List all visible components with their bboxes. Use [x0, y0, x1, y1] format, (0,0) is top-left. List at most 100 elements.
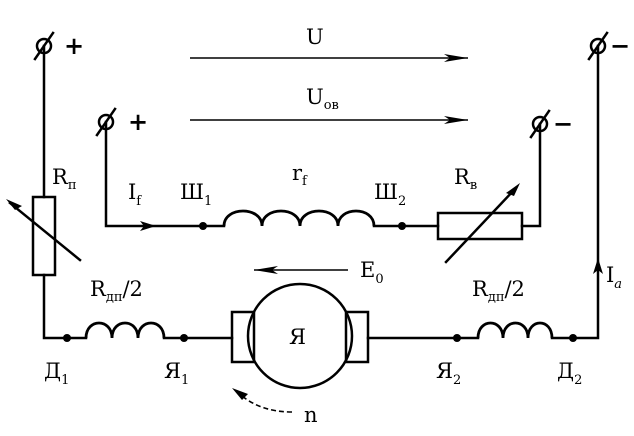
terminal-circle — [589, 37, 607, 55]
arrow-head — [444, 54, 468, 62]
arrow-head — [254, 266, 278, 274]
starting-rheostat: Rп — [6, 165, 82, 277]
field-regulator-arrowhead — [506, 183, 520, 196]
node-sh2-dot — [398, 222, 406, 230]
field-current-sub: f — [136, 194, 142, 209]
wire-left-bottom — [42, 273, 88, 340]
field-regulator-body — [436, 211, 524, 241]
rotation-label: n — [304, 403, 318, 427]
brush-right — [344, 310, 370, 364]
field-regulator-base: R — [454, 165, 471, 189]
armature-label: Я — [289, 325, 306, 349]
terminal-circle — [97, 113, 115, 131]
commutating-winding-right: Rдп/2 — [472, 277, 554, 339]
junction-dots — [63, 222, 577, 342]
commutating-winding-left: Rдп/2 — [84, 277, 166, 339]
supply-voltage-label: U — [306, 25, 324, 49]
starting-rheostat-base: R — [52, 165, 69, 189]
circuit-wires — [42, 44, 600, 340]
terminal-circle — [531, 115, 549, 133]
node-ya2-base: Я — [436, 359, 453, 383]
field-regulator-sub: в — [470, 178, 477, 193]
brush-left — [230, 310, 256, 364]
field-winding-base: r — [292, 161, 303, 185]
emf-arrow: E0 — [254, 258, 384, 287]
node-ya2-label: Я2 — [436, 359, 461, 388]
commutating-left-tail: /2 — [122, 277, 142, 301]
emf-base: E — [360, 258, 375, 282]
terminal-slash — [33, 31, 55, 61]
armature: Я — [230, 282, 370, 390]
rotation-arc — [241, 395, 293, 413]
field-plus-sign: + — [128, 107, 148, 136]
field-regulator-label: Rв — [454, 165, 477, 193]
armature-current-base: I — [606, 263, 614, 287]
node-sh1-sub: 1 — [204, 194, 212, 209]
node-ya1-dot — [180, 334, 188, 342]
terminal-line-plus: + — [33, 31, 84, 61]
emf-label: E0 — [360, 258, 384, 287]
node-d1-base: Д — [44, 359, 61, 383]
commutating-left-sub: дп — [106, 290, 123, 305]
node-d1-label: Д1 — [44, 359, 69, 388]
wire-field-right — [520, 122, 542, 228]
armature-current-label: Ia — [606, 263, 622, 292]
field-current-label: If — [128, 180, 142, 209]
rheostat-slider — [8, 201, 82, 262]
armature-circle — [246, 282, 354, 390]
commutating-left-label: Rдп/2 — [90, 277, 143, 305]
field-voltage-sub: ов — [324, 98, 339, 113]
arrow-head — [444, 116, 468, 124]
starting-rheostat-label: Rп — [52, 165, 76, 193]
field-current-arrow: If — [128, 180, 156, 231]
field-voltage-label: Uов — [306, 85, 339, 113]
terminal-slash — [95, 107, 117, 137]
field-regulator-slider — [444, 188, 516, 264]
node-d1-dot — [63, 334, 71, 342]
wire-right-return — [550, 44, 600, 340]
node-ya1-sub: 1 — [181, 373, 189, 388]
terminal-line-minus: − — [587, 31, 630, 61]
field-coil — [222, 209, 376, 227]
field-winding-sub: f — [302, 174, 308, 189]
field-current-base: I — [128, 180, 136, 204]
node-d2-dot — [569, 334, 577, 342]
commutating-right-label: Rдп/2 — [472, 277, 525, 305]
rheostat-arrowhead — [6, 199, 22, 210]
field-minus-sign: − — [553, 109, 573, 138]
node-d1-sub: 1 — [61, 373, 69, 388]
node-d2-base: Д — [557, 359, 574, 383]
rheostat-body — [31, 195, 57, 277]
rotation-arrowhead — [232, 388, 248, 400]
terminal-slash — [587, 31, 609, 61]
armature-current-sub: a — [614, 277, 622, 292]
node-ya2-dot — [453, 334, 461, 342]
node-ya1-base: Я — [164, 359, 181, 383]
terminal-circle — [35, 37, 53, 55]
node-sh2-sub: 2 — [398, 194, 406, 209]
node-sh1-dot — [199, 222, 207, 230]
terminal-field-minus: − — [529, 109, 573, 139]
rotation-arrow: n — [232, 388, 318, 427]
field-voltage-base: U — [306, 85, 324, 109]
commutating-left-base: R — [90, 277, 107, 301]
supply-voltage-arrow: U — [190, 25, 468, 62]
node-sh1-base: Ш — [180, 180, 204, 204]
field-winding: rf — [222, 161, 376, 227]
line-minus-sign: − — [610, 31, 630, 60]
commutating-coil-right — [476, 321, 554, 339]
field-regulator: Rв — [436, 165, 524, 264]
node-d2-sub: 2 — [574, 373, 582, 388]
commutating-coil-left — [84, 321, 166, 339]
starting-rheostat-sub: п — [68, 178, 77, 193]
node-ya2-sub: 2 — [453, 373, 461, 388]
armature-current-arrow: Ia — [593, 258, 622, 292]
arrow-head — [593, 258, 603, 274]
line-plus-sign: + — [64, 31, 84, 60]
node-sh2-label: Ш2 — [374, 180, 406, 209]
commutating-right-sub: дп — [488, 290, 505, 305]
field-voltage-arrow: Uов — [190, 85, 468, 124]
terminal-field-plus: + — [95, 107, 148, 137]
node-sh2-base: Ш — [374, 180, 398, 204]
